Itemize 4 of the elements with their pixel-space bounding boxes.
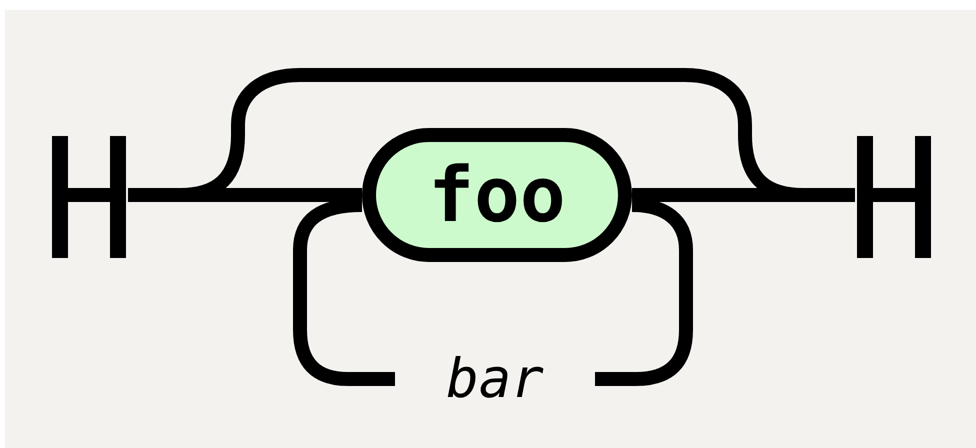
comment-label: bar — [446, 352, 544, 406]
end-marker — [50, 136, 128, 258]
terminal-label: foo — [428, 157, 566, 233]
end-marker — [855, 136, 933, 258]
